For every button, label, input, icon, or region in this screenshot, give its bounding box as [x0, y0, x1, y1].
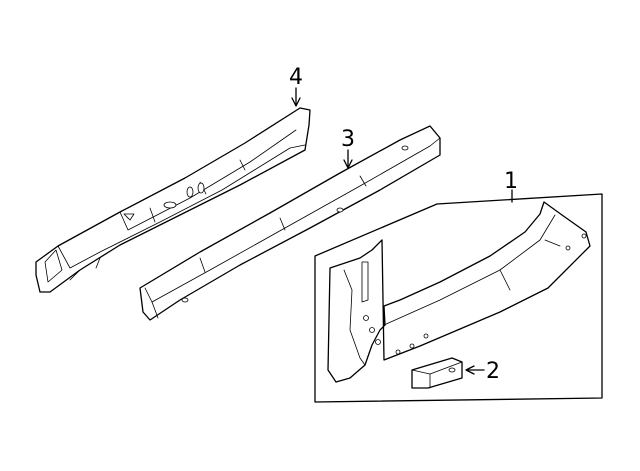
callout-4: 4: [289, 65, 303, 90]
part-3-rocker-reinforcement[interactable]: [139, 125, 441, 321]
part-1-body-side-outer[interactable]: [314, 193, 603, 403]
part-2-bracket[interactable]: [411, 357, 463, 389]
callout-3: 3: [341, 127, 355, 152]
leader-lines: [291, 87, 513, 375]
callout-2: 2: [486, 359, 500, 384]
part-4-inner-rocker[interactable]: [35, 107, 311, 293]
callout-1: 1: [504, 169, 518, 194]
part-1-group-box: [314, 193, 603, 403]
